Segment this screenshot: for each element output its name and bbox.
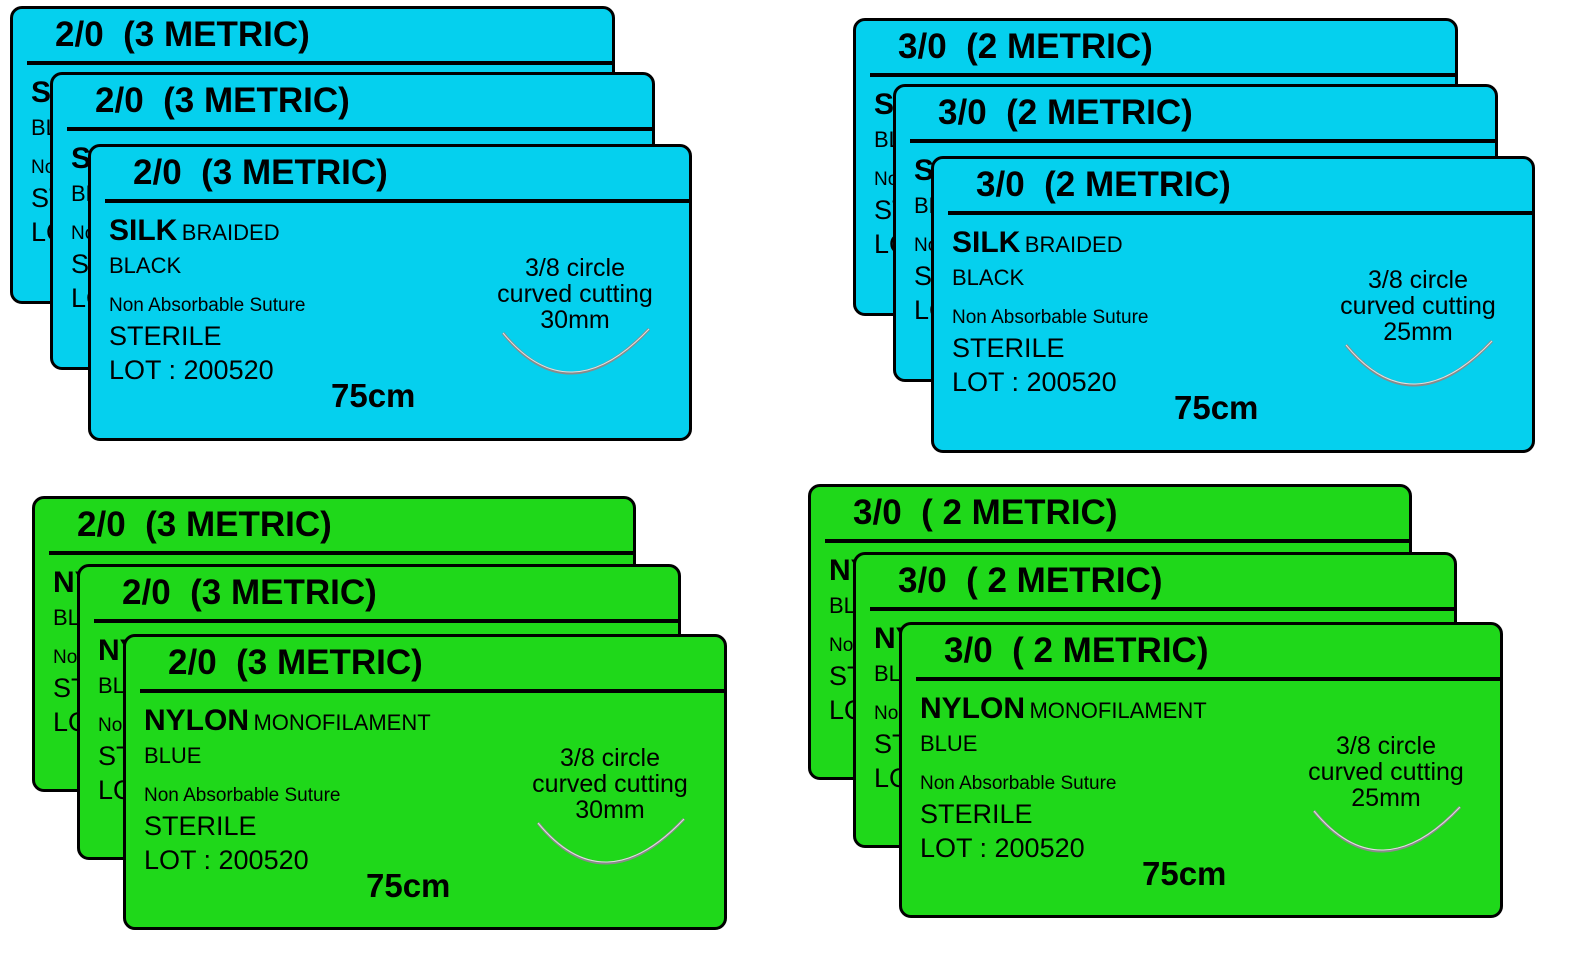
suture-length: 75cm (331, 377, 416, 414)
sterile-label: STERILE (144, 811, 257, 841)
card-size-label: 2/0 (3 METRIC) (55, 15, 310, 54)
lot-number: LOT : 200520 (952, 367, 1117, 397)
card-size-label: 2/0 (3 METRIC) (133, 153, 388, 192)
material-color: BLACK (952, 265, 1025, 290)
card-size-label: 3/0 ( 2 METRIC) (853, 493, 1118, 532)
card-material: SILK BRAIDED (109, 215, 280, 252)
suture-length: 75cm (1142, 855, 1227, 892)
card-divider (825, 539, 1409, 543)
card-size-label: 3/0 ( 2 METRIC) (898, 561, 1163, 600)
needle-size: 25mm (1351, 784, 1421, 812)
card-size-label: 2/0 (3 METRIC) (168, 643, 423, 682)
material-color: BLACK (109, 253, 182, 278)
suture-type: Non Absorbable Suture (920, 773, 1117, 794)
needle-spec: 3/8 circle curved cutting 30mm (520, 745, 700, 823)
material-name: NYLON (144, 704, 249, 737)
needle-spec: 3/8 circle curved cutting 30mm (485, 255, 665, 333)
suture-card-front: 3/0 (2 METRIC) SILK BRAIDED BLACK Non Ab… (931, 156, 1535, 453)
lot-number: LOT : 200520 (920, 833, 1085, 863)
curved-needle-icon (1344, 339, 1494, 387)
card-size-label: 3/0 (2 METRIC) (898, 27, 1153, 66)
material-name: SILK (952, 226, 1021, 259)
card-material: NYLON MONOFILAMENT (144, 705, 431, 742)
material-type: MONOFILAMENT (1029, 698, 1207, 723)
sterile-label: STERILE (109, 321, 222, 351)
card-divider (140, 689, 724, 693)
needle-size: 30mm (540, 306, 610, 334)
material-color: BLUE (920, 731, 978, 756)
sterile-label: STERILE (920, 799, 1033, 829)
card-size-label: 2/0 (3 METRIC) (77, 505, 332, 544)
curved-needle-icon (501, 327, 651, 375)
needle-type: curved cutting (532, 770, 688, 798)
suture-type: Non Absorbable Suture (952, 307, 1149, 328)
suture-length: 75cm (366, 867, 451, 904)
material-name: NYLON (920, 692, 1025, 725)
curved-needle-icon (536, 817, 686, 865)
needle-type: curved cutting (1308, 758, 1464, 786)
needle-size: 30mm (575, 796, 645, 824)
material-name: SILK (109, 214, 178, 247)
card-divider (910, 139, 1495, 143)
card-material: SILK BRAIDED (952, 227, 1123, 264)
material-type: BRAIDED (1024, 232, 1123, 257)
material-color: BLUE (144, 743, 202, 768)
card-divider (870, 607, 1454, 611)
needle-spec: 3/8 circle curved cutting 25mm (1296, 733, 1476, 811)
card-divider (49, 551, 633, 555)
suture-length: 75cm (1174, 389, 1259, 426)
needle-curve: 3/8 circle (1367, 266, 1469, 294)
needle-type: curved cutting (497, 280, 653, 308)
lot-number: LOT : 200520 (144, 845, 309, 875)
lot-number: LOT : 200520 (109, 355, 274, 385)
needle-size: 25mm (1383, 318, 1453, 346)
needle-curve: 3/8 circle (559, 744, 661, 772)
material-type: BRAIDED (181, 220, 280, 245)
needle-type: curved cutting (1340, 292, 1496, 320)
card-size-label: 3/0 ( 2 METRIC) (944, 631, 1209, 670)
needle-curve: 3/8 circle (524, 254, 626, 282)
suture-type: Non Absorbable Suture (144, 785, 341, 806)
suture-card-front: 2/0 (3 METRIC) SILK BRAIDED BLACK Non Ab… (88, 144, 692, 441)
suture-card-front: 3/0 ( 2 METRIC) NYLON MONOFILAMENT BLUE … (899, 622, 1503, 918)
suture-card-front: 2/0 (3 METRIC) NYLON MONOFILAMENT BLUE N… (123, 634, 727, 930)
card-size-label: 2/0 (3 METRIC) (95, 81, 350, 120)
card-size-label: 3/0 (2 METRIC) (938, 93, 1193, 132)
card-size-label: 3/0 (2 METRIC) (976, 165, 1231, 204)
card-size-label: 2/0 (3 METRIC) (122, 573, 377, 612)
card-divider (916, 677, 1500, 681)
curved-needle-icon (1312, 805, 1462, 853)
material-type: MONOFILAMENT (253, 710, 431, 735)
card-divider (948, 211, 1532, 215)
card-divider (27, 61, 612, 65)
needle-curve: 3/8 circle (1335, 732, 1437, 760)
card-divider (105, 199, 689, 203)
sterile-label: STERILE (952, 333, 1065, 363)
card-divider (94, 619, 678, 623)
card-material: NYLON MONOFILAMENT (920, 693, 1207, 730)
card-divider (67, 127, 652, 131)
needle-spec: 3/8 circle curved cutting 25mm (1328, 267, 1508, 345)
card-divider (870, 73, 1455, 77)
suture-type: Non Absorbable Suture (109, 295, 306, 316)
